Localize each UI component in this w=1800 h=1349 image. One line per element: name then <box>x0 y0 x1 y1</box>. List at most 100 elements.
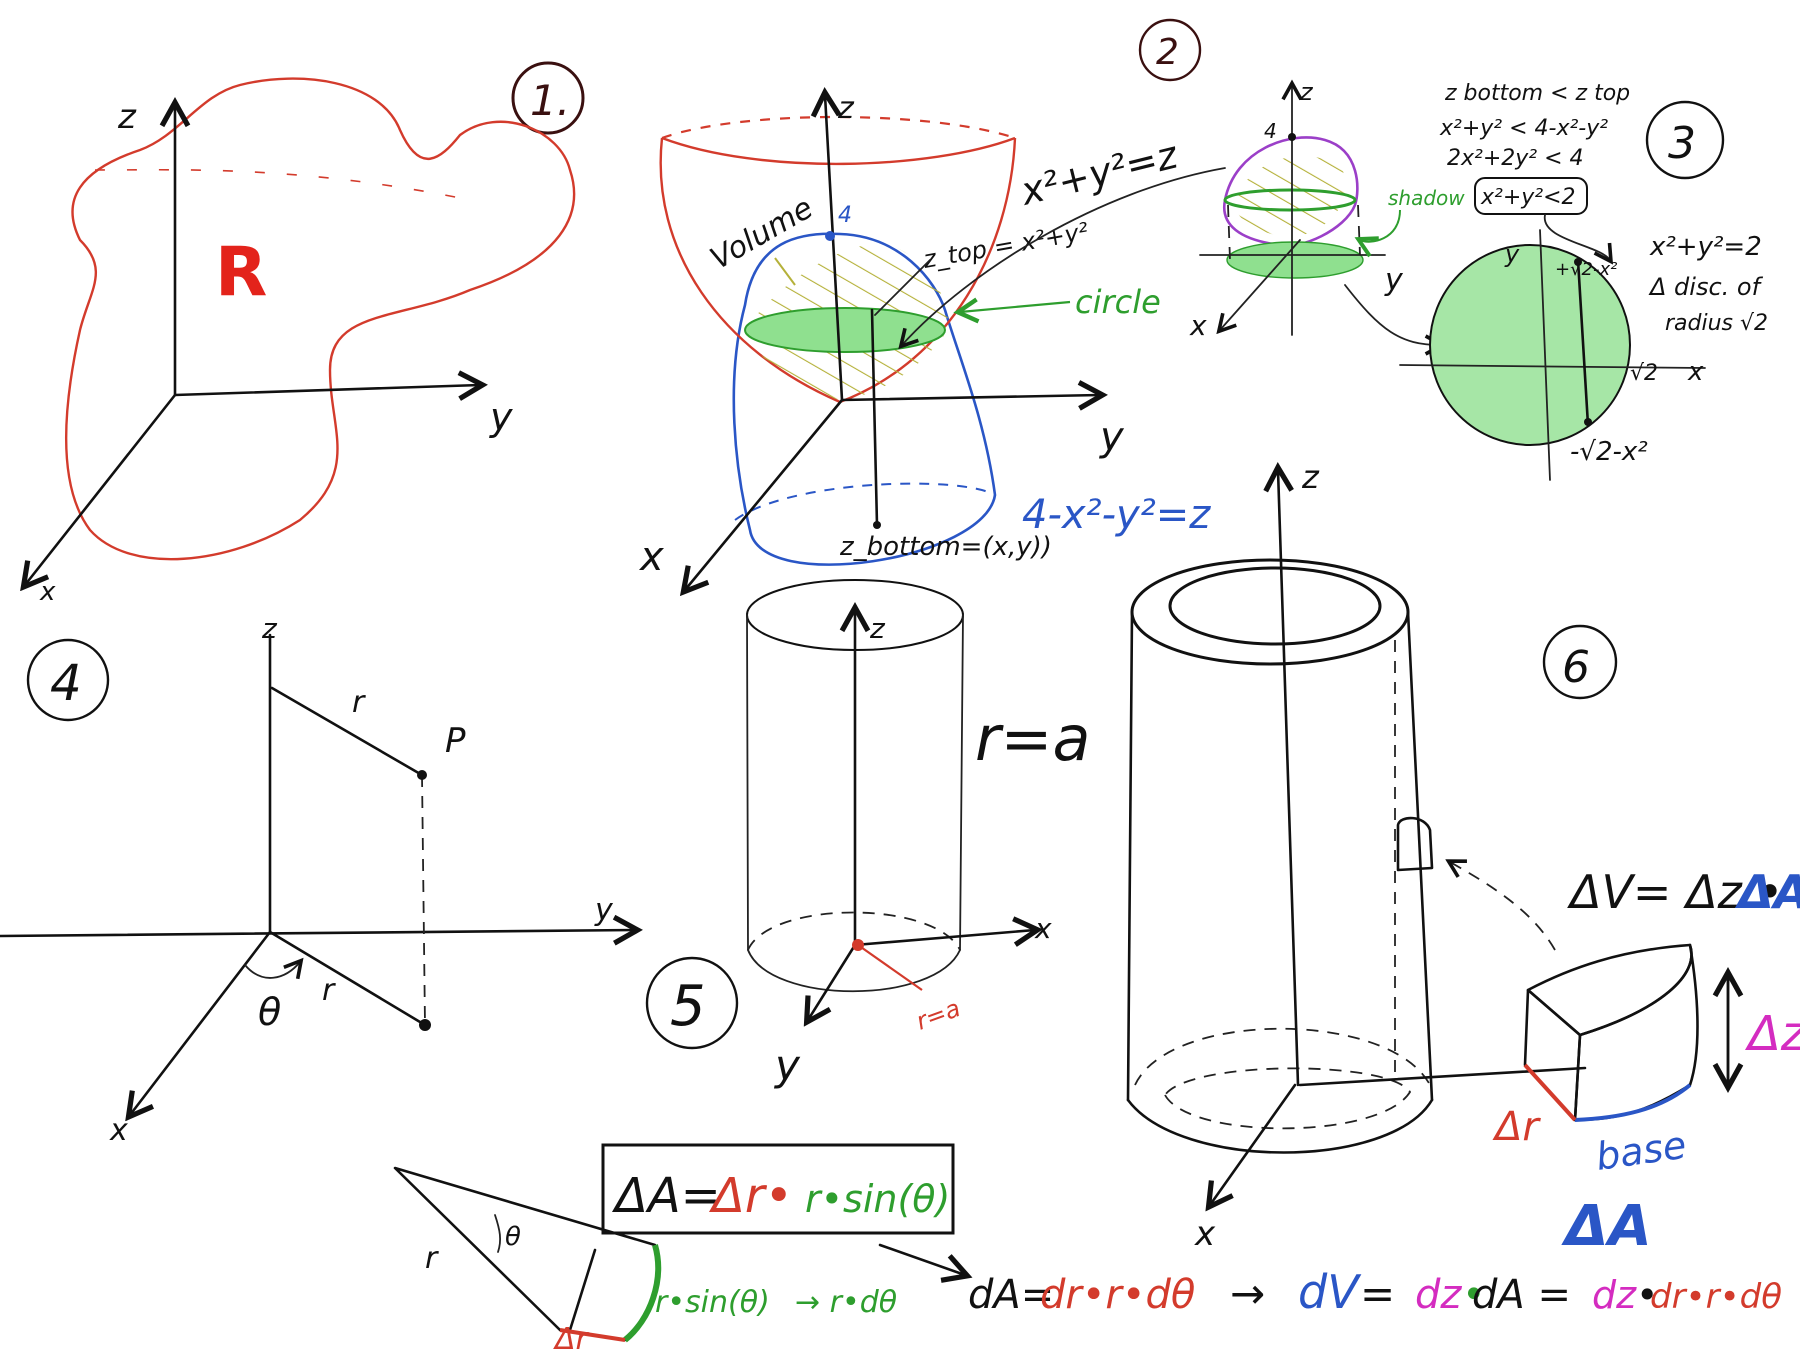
dz-term-2: dz <box>1592 1273 1637 1317</box>
mini-drop-right <box>1357 204 1361 256</box>
circle-pointer <box>960 302 1071 312</box>
figure-2: 2 z y x 4 Volume x²+y²=z z_top = x²+y² c… <box>638 18 1226 590</box>
equals-1: = <box>1360 1269 1395 1318</box>
point-P <box>417 770 427 780</box>
formula-part-2: Δr• <box>708 1168 793 1224</box>
shadow-ineq-box <box>1474 177 1588 215</box>
formula-to-dA-arrow <box>878 1243 965 1275</box>
figure-number-circle <box>26 638 110 722</box>
vertical-dashed <box>421 774 426 1026</box>
figure-number-circle <box>1645 100 1725 180</box>
radius-small-label: r=a <box>912 994 964 1036</box>
dV-symbol: dV <box>1298 1265 1362 1319</box>
dot-2: • <box>1636 1273 1658 1317</box>
probe-point <box>873 521 881 529</box>
y-axis <box>840 395 1100 400</box>
x-axis <box>853 930 1035 945</box>
radius-equation: r=a <box>975 702 1090 775</box>
dr-side-label: Δr <box>1492 1104 1541 1150</box>
implies-arrow: → <box>1230 1269 1265 1318</box>
r-label-top: r <box>352 685 366 720</box>
mini-top-value: 4 <box>1264 119 1277 143</box>
shadow-ineq: x²+y²<2 <box>1480 185 1576 210</box>
mini-axis-y: y <box>1384 263 1404 298</box>
shadow-label: shadow <box>1388 186 1465 210</box>
bottom-surface-label: 4-x²-y²=z <box>1022 492 1211 538</box>
eq-line-1: z bottom < z top <box>1444 81 1630 106</box>
disc-x-axis <box>1399 364 1706 369</box>
cylinder-bottom-back <box>747 911 961 951</box>
dV-area: ΔA <box>1734 865 1800 919</box>
lower-curve-label: -√2-x² <box>1570 437 1648 467</box>
tube-outer-top <box>1130 558 1410 666</box>
disc-desc-2: radius √2 <box>1665 311 1768 336</box>
figure-number-circle <box>511 61 585 135</box>
mini-axis-x: x <box>1189 309 1207 342</box>
figure-number: 1. <box>530 76 570 125</box>
volume-differential-equation: dA= dr•r•dθ → dV = dz • dA = dz • dr•r•d… <box>968 1265 1782 1319</box>
mini-shadow <box>1226 241 1364 279</box>
figure-number: 2 <box>1156 32 1179 73</box>
volume-element-marker <box>1396 816 1434 872</box>
paraboloid-label: x²+y²=z <box>1016 132 1183 214</box>
mini-drop-left <box>1227 204 1231 261</box>
paraboloid-rim-front <box>661 136 1016 166</box>
chord-bottom-point <box>1584 418 1592 426</box>
figure-4: 4 z y x P r r θ <box>0 612 635 1148</box>
axis-label-z: z <box>261 612 278 645</box>
figure-number-circle <box>1542 624 1618 700</box>
tube-right-side <box>1406 610 1434 1102</box>
r-label-bottom: r <box>322 973 336 1008</box>
radius-tick-label: √2 <box>1630 361 1658 386</box>
radial-line <box>1298 1066 1587 1087</box>
shadow-to-disc-arrow <box>1344 284 1440 345</box>
wedge-theta-arc <box>494 1214 502 1253</box>
region-hidden-edge <box>94 168 471 201</box>
eq-line-3: 2x²+2y² < 4 <box>1447 146 1584 171</box>
link-arrow <box>902 167 1226 345</box>
y-axis <box>173 385 480 395</box>
axis-label-z: z <box>869 612 886 645</box>
formula-part-1: ΔA= <box>611 1168 721 1224</box>
dr-r-dtheta: dr•r•dθ <box>1650 1277 1782 1317</box>
disc-equation: x²+y²=2 <box>1649 232 1762 262</box>
mini-dome <box>1222 136 1359 248</box>
disc-vertical-chord <box>1576 258 1590 427</box>
tube-bottom-inner <box>1163 1067 1412 1130</box>
wedge-diagram: r θ Δr r•sin(θ) → r•dθ <box>393 1166 897 1349</box>
dome-base-dashed <box>734 482 996 521</box>
wedge-arc-label-1: r•sin(θ) <box>655 1285 770 1320</box>
dot-1: • <box>1462 1272 1486 1318</box>
mini-circle <box>1223 188 1357 212</box>
figure-number: 5 <box>670 974 706 1039</box>
axis-label-y: y <box>489 395 513 439</box>
axis-label-z: z <box>837 91 855 126</box>
axis-label-x: x <box>39 577 56 607</box>
x-axis <box>1210 1083 1297 1205</box>
figure-number: 3 <box>1668 118 1696 169</box>
wedge-chord <box>568 1248 597 1332</box>
mini-top-point <box>1288 133 1296 141</box>
mini-axis-z: z <box>1299 78 1314 106</box>
disc-axis-x: x <box>1687 357 1704 387</box>
axis-label-x: x <box>1034 912 1052 945</box>
zbottom-label: z_bottom=(x,y)) <box>839 532 1052 562</box>
wedge-r-label: r <box>425 1241 439 1276</box>
z-axis <box>825 95 844 402</box>
intersection-circle <box>744 307 946 353</box>
volume-pointer <box>774 257 796 286</box>
axis-label-y: y <box>594 893 614 928</box>
y-axis <box>0 930 635 936</box>
shadow-pointer <box>1360 209 1401 242</box>
formula-part-3: r•sin(θ) <box>805 1177 950 1221</box>
axis-label-y: y <box>1099 414 1125 460</box>
block-base-arc <box>1574 1083 1692 1122</box>
figure-1: 1. z y x R <box>25 61 585 607</box>
radius-line <box>857 944 923 991</box>
disc-y-axis <box>1539 229 1551 481</box>
block-top <box>1526 943 1693 1037</box>
curve-pointer <box>1544 214 1610 260</box>
wedge-dr-red <box>559 1328 626 1342</box>
wedge-arc-label-2: → r•dθ <box>795 1285 897 1320</box>
